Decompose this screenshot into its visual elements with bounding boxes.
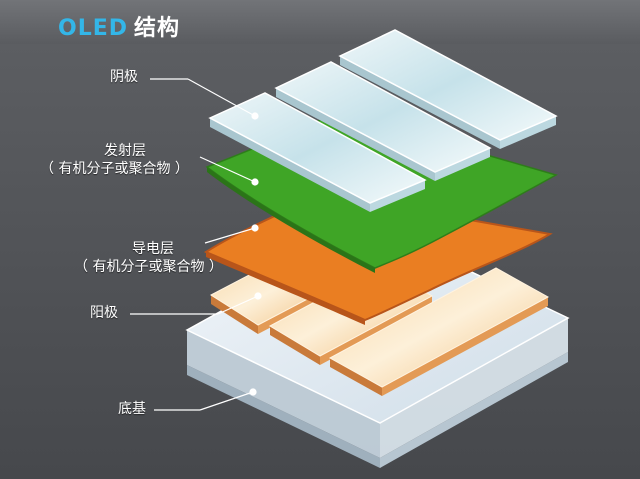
cathode-strip-1: [208, 92, 427, 212]
leader-emissive: [199, 156, 256, 183]
leader-lines: [130, 78, 262, 411]
title-bar: [0, 0, 640, 44]
label-cathode: 阴极: [110, 69, 138, 85]
cathode-strips: [208, 29, 558, 212]
label-conductive: 导电层 （ 有机分子或聚合物 ）: [74, 240, 223, 276]
label-emissive: 发射层 （ 有机分子或聚合物 ）: [40, 142, 189, 178]
title-zh: 结构: [134, 16, 181, 41]
label-conductive-title: 导电层: [132, 241, 174, 257]
label-emissive-sub: （ 有机分子或聚合物 ）: [40, 161, 189, 177]
label-emissive-title: 发射层: [104, 143, 146, 159]
anode-strip-3: [328, 267, 550, 396]
label-substrate: 底基: [118, 401, 146, 417]
cathode-strip-2: [274, 61, 492, 181]
title-en: OLED: [58, 16, 129, 41]
leader-conductive: [204, 227, 256, 244]
label-conductive-sub: （ 有机分子或聚合物 ）: [74, 259, 223, 275]
label-anode: 阳极: [90, 305, 118, 321]
cathode-strip-3: [338, 29, 558, 149]
